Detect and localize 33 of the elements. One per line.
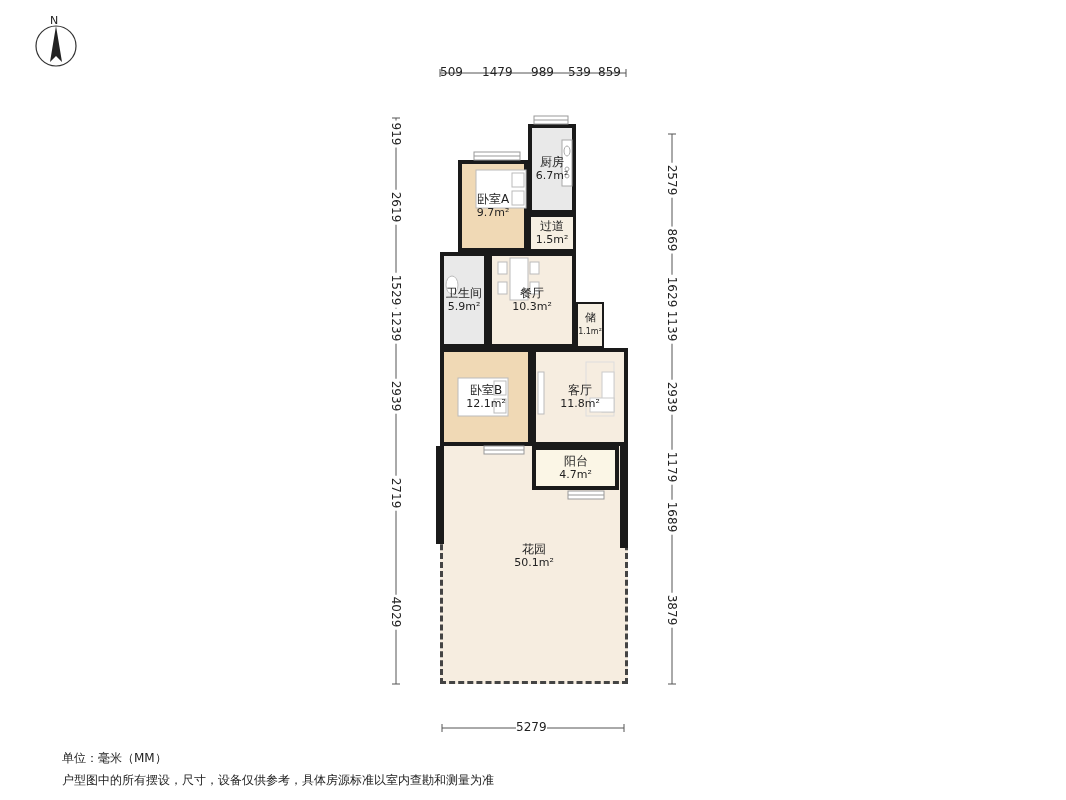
area-label: 4.7m² [559, 468, 592, 482]
dimension-value: 1479 [482, 65, 513, 79]
area-label: 11.8m² [560, 397, 600, 411]
area-label: 1.1m² [578, 326, 602, 338]
dimension-value: 509 [440, 65, 463, 79]
hallway-floor [528, 214, 576, 252]
storage-room-floor [576, 302, 604, 348]
area-label: 12.1m² [466, 397, 506, 411]
room-name: 卧室A [476, 192, 510, 206]
room-name: 厨房 [540, 155, 564, 169]
room-name: 花园 [522, 542, 546, 556]
north-label: N [50, 14, 59, 27]
area-label: 9.7m² [476, 206, 510, 220]
room-name: 餐厅 [520, 286, 544, 300]
room-name: 客厅 [568, 383, 592, 397]
room-name: 阳台 [563, 454, 588, 468]
garden-floor [440, 446, 628, 684]
area-label: 1.5m² [535, 233, 569, 247]
area-label: 10.3m² [512, 300, 552, 314]
dimension-value: 989 [531, 65, 554, 79]
room-name: 卧室B [469, 383, 503, 397]
balcony-floor [532, 446, 619, 490]
room-name: 过道 [540, 219, 564, 233]
area-label: 5.9m² [447, 300, 481, 314]
area-label: 6.7m² [535, 169, 569, 183]
room-name: 储 [584, 311, 596, 325]
disclaimer-note: 户型图中的所有摆设，尺寸，设备仅供参考，具体房源标准以室内查勘和测量为准 [62, 772, 494, 789]
unit-note: 单位：毫米（MM） [62, 750, 167, 767]
dimension-value: 5279 [516, 720, 547, 734]
dimension-value: 539 [568, 65, 591, 79]
area-label: 50.1m² [514, 556, 554, 570]
room-name: 卫生间 [446, 286, 482, 300]
dimension-value: 859 [598, 65, 621, 79]
